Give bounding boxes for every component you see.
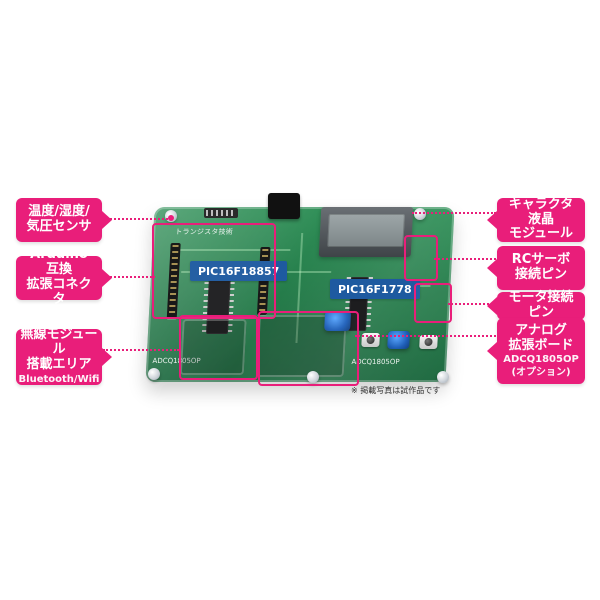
push-button-right: [419, 335, 438, 349]
callout-motor: モータ接続ピン: [497, 290, 585, 320]
callout-sensor: 温度/湿度/ 気圧センサ: [16, 198, 102, 242]
analog-callout-line: [355, 335, 496, 337]
standoff-bottom-left: [148, 368, 160, 380]
wireless-area-highlight: [179, 315, 258, 380]
callout-analog: アナログ 拡張ボード ADCQ1805OP (オプション): [497, 318, 585, 384]
callout-motor-line1: モータ接続ピン: [508, 290, 574, 320]
sensor-callout-dot: [168, 215, 174, 221]
callout-sensor-line1: 温度/湿度/: [28, 204, 90, 220]
pic16f1778-label: PIC16F1778: [338, 282, 412, 296]
callout-wireless-line1: 無線モジュール: [20, 327, 98, 358]
top-connector-strip: [204, 208, 238, 218]
callout-lcd-line2: モジュール: [508, 226, 574, 242]
callout-wireless: 無線モジュール 搭載エリア Bluetooth/Wifi: [16, 327, 102, 386]
callout-arduino-line2: 拡張コネクタ: [26, 277, 92, 307]
callout-arduino-line1: Arduino互換: [30, 247, 88, 278]
rc-servo-pins-highlight: [404, 235, 438, 281]
callout-lcd: キャラクタ液晶 モジュール: [497, 196, 585, 242]
callout-lcd-line1: キャラクタ液晶: [508, 196, 574, 227]
arduino-callout-line: [103, 276, 155, 278]
dc-jack: [268, 193, 300, 219]
lcd-screen: [327, 214, 405, 247]
analog-board-highlight: [258, 311, 359, 386]
callout-rc-servo-line1: RCサーボ: [511, 252, 571, 268]
character-lcd-module: [318, 207, 414, 257]
lcd-callout-line: [412, 212, 496, 214]
callout-analog-line2: 拡張ボード: [508, 337, 574, 353]
wireless-callout-line: [103, 349, 179, 351]
prototype-note: ※ 掲載写真は試作品です: [351, 386, 441, 395]
callout-analog-sub1: ADCQ1805OP: [503, 354, 579, 366]
standoff-top-right: [414, 208, 426, 220]
arduino-connector-highlight: [152, 223, 276, 319]
callout-analog-line1: アナログ: [515, 322, 567, 338]
callout-wireless-sub: Bluetooth/Wifi: [18, 374, 100, 386]
pic16f18857-tag: PIC16F18857: [190, 261, 288, 281]
standoff-bottom-right: [437, 371, 449, 383]
callout-analog-sub2: (オプション): [511, 366, 571, 378]
motor-callout-line: [448, 303, 496, 305]
callout-sensor-line2: 気圧センサ: [26, 219, 92, 234]
callout-arduino: Arduino互換 拡張コネクタ: [16, 247, 102, 307]
pic16f1778-tag: PIC16F1778: [330, 279, 420, 299]
rc-servo-callout-line: [434, 258, 496, 260]
potentiometer-knob-small: [387, 331, 411, 349]
callout-rc-servo: RCサーボ 接続ピン: [497, 246, 585, 290]
sensor-callout-line: [103, 218, 171, 220]
motor-pins-highlight: [414, 283, 452, 323]
pic16f18857-label: PIC16F18857: [198, 264, 280, 278]
callout-rc-servo-line2: 接続ピン: [514, 267, 567, 282]
callout-wireless-line2: 搭載エリア: [26, 357, 92, 373]
standoff-bottom-middle: [307, 371, 319, 383]
